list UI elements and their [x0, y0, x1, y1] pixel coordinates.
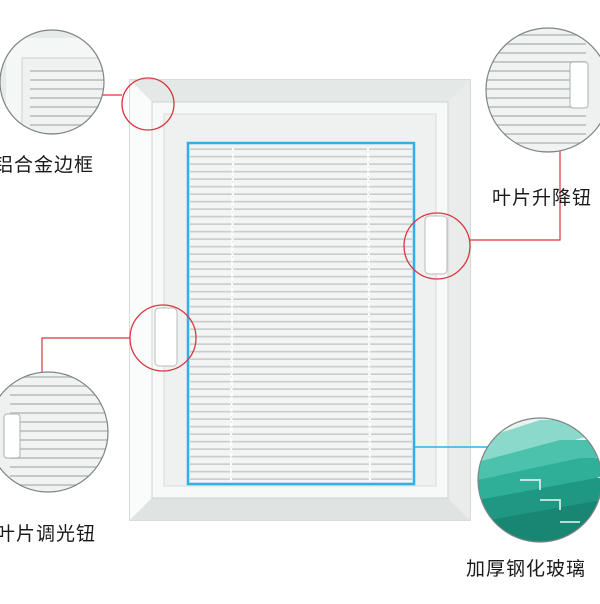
- lift-knob: [424, 215, 448, 275]
- tilt-knob-label: 叶片调光钮: [0, 523, 97, 545]
- tilt-knob: [154, 307, 178, 367]
- glass-zoom-circle: [477, 417, 600, 543]
- glass-outline: [186, 141, 416, 486]
- frame-zoom-circle: [0, 29, 105, 135]
- blind-slats: [190, 145, 412, 483]
- lift-knob-zoom-circle: [485, 27, 600, 153]
- frame-label: 铝合金边框: [0, 154, 95, 176]
- lift-knob-label: 叶片升降钮: [492, 187, 593, 209]
- tilt-knob-zoom-circle: [0, 371, 109, 493]
- glass-label: 加厚钢化玻璃: [466, 558, 587, 580]
- leader-lines: [41, 94, 561, 448]
